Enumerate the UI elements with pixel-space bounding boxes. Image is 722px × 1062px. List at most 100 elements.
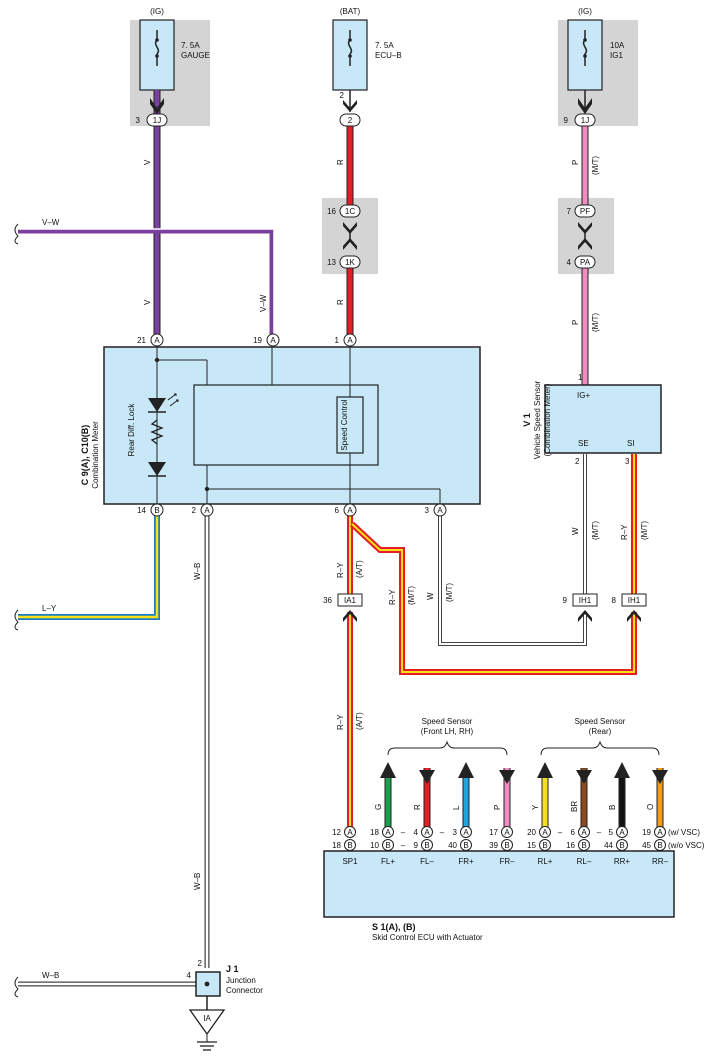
ecu-pin-row: A 12 B 18 A B 18 10 – – A B 4 9 – A B 3 … [332, 826, 705, 851]
sensor-wire-rr-minus: O [646, 768, 668, 828]
meter-pin-19: A 19 [253, 333, 280, 347]
ecu-term-rl-plus: RL+ [538, 857, 553, 866]
wire-label-ry-right: R–Y [620, 524, 629, 540]
wire-label-r-bottom: R [336, 299, 345, 305]
svg-text:A: A [347, 506, 353, 515]
wire-label-p-bottom: P [571, 320, 580, 325]
svg-text:A: A [463, 828, 469, 837]
svg-text:12: 12 [332, 828, 341, 837]
conn-1j-ig1: 1J 9 [564, 98, 596, 127]
conn-ia1: IA1 36 [323, 593, 363, 622]
wire-label-ry-right-mt: (M/T) [640, 521, 649, 540]
svg-text:B: B [463, 841, 468, 850]
sensor-pin-ig: 1 [578, 373, 583, 382]
ecub-amp-label: 7. 5A [375, 41, 394, 50]
ecu-term-rr-plus: RR+ [614, 857, 631, 866]
svg-text:1: 1 [335, 336, 340, 345]
meter-pin-6: A 6 [335, 503, 357, 517]
svg-text:A: A [385, 828, 391, 837]
conn-1c: 1C 16 [327, 204, 361, 218]
meter-code: C 9(A), C10(B) [80, 425, 90, 486]
svg-text:40: 40 [448, 841, 457, 850]
svg-text:B: B [581, 841, 586, 850]
svg-text:B: B [619, 841, 624, 850]
svg-text:(w/o VSC): (w/o VSC) [668, 841, 705, 850]
svg-text:A: A [347, 828, 353, 837]
svg-text:16: 16 [566, 841, 575, 850]
diode-icon [148, 462, 166, 477]
svg-text:PA: PA [580, 258, 591, 267]
sensor-ig-label: IG+ [577, 391, 590, 400]
rear-diff-lock-led-icon [148, 393, 179, 413]
fuse-ecu-b [332, 19, 368, 91]
svg-text:Y: Y [531, 804, 540, 810]
svg-text:6: 6 [571, 828, 576, 837]
svg-text:B: B [542, 841, 547, 850]
sensor-wire-rl-minus: BR [570, 768, 592, 828]
wire-label-r-top: R [336, 159, 345, 165]
gauge-fuse-name: GAUGE [181, 51, 210, 60]
svg-text:A: A [424, 828, 430, 837]
svg-text:5: 5 [609, 828, 614, 837]
svg-text:A: A [154, 336, 160, 345]
ecu-term-rr-minus: RR– [652, 857, 669, 866]
svg-text:B: B [347, 841, 352, 850]
svg-text:–: – [597, 828, 602, 837]
speed-control-label: Speed Control [340, 399, 349, 450]
svg-text:3: 3 [425, 506, 430, 515]
svg-text:P: P [493, 805, 502, 810]
rear-diff-lock-label: Rear Diff. Lock [127, 403, 136, 457]
conn-pa: PA 4 [567, 255, 596, 269]
ig1-amp-label: 10A [610, 41, 625, 50]
resistor-icon [150, 419, 164, 445]
wire-label-ry-lower: R–Y [336, 714, 345, 730]
svg-text:–: – [440, 828, 445, 837]
svg-text:44: 44 [604, 841, 613, 850]
ecub-fuse-name: ECU–B [375, 51, 402, 60]
sensor-wire-rl-plus: Y [531, 762, 553, 828]
svg-text:IA1: IA1 [344, 596, 357, 605]
sensor-wire-fr-minus: P [493, 768, 515, 828]
svg-text:IH1: IH1 [628, 596, 641, 605]
svg-text:2: 2 [340, 91, 345, 100]
sensor-si-label: SI [627, 439, 635, 448]
svg-text:14: 14 [137, 506, 146, 515]
svg-text:4: 4 [414, 828, 419, 837]
sensor-wire-fr-plus: L [452, 762, 474, 828]
wire-label-w-right: W [571, 527, 580, 535]
wire-label-wb-bottom: W–B [193, 873, 202, 890]
ig1-supply-label: (IG) [578, 7, 592, 16]
wire-label-w-left: W [426, 592, 435, 600]
svg-text:2: 2 [348, 116, 353, 125]
conn-ih1-9: IH1 9 [563, 593, 598, 622]
jconn-name-2: Connector [226, 986, 263, 995]
svg-text:–: – [401, 828, 406, 837]
sensor-se-label: SE [578, 439, 589, 448]
conn-1j-gauge: 1J 3 [136, 98, 168, 127]
sensor-name: Vehicle Speed Sensor [533, 380, 542, 459]
svg-text:A: A [657, 828, 663, 837]
svg-text:8: 8 [612, 596, 617, 605]
svg-text:A: A [581, 828, 587, 837]
svg-text:G: G [374, 804, 383, 810]
gauge-amp-label: 7. 5A [181, 41, 200, 50]
jconn-code: J 1 [226, 964, 239, 974]
wire-label-v-top: V [143, 159, 152, 165]
svg-text:9: 9 [414, 841, 419, 850]
svg-text:L: L [452, 805, 461, 810]
svg-text:15: 15 [527, 841, 536, 850]
svg-text:1K: 1K [345, 258, 355, 267]
wire-label-ry-mt-note: (M/T) [407, 586, 416, 605]
svg-text:BR: BR [570, 801, 579, 812]
svg-text:19: 19 [253, 336, 262, 345]
svg-text:A: A [542, 828, 548, 837]
svg-text:4: 4 [567, 258, 572, 267]
svg-text:A: A [504, 828, 510, 837]
svg-text:B: B [657, 841, 662, 850]
svg-text:B: B [608, 805, 617, 810]
svg-text:45: 45 [642, 841, 651, 850]
skid-control-ecu-box [323, 850, 675, 918]
wire-label-vw-vertical: V–W [259, 294, 268, 312]
conn-1k: 1K 13 [327, 255, 361, 269]
